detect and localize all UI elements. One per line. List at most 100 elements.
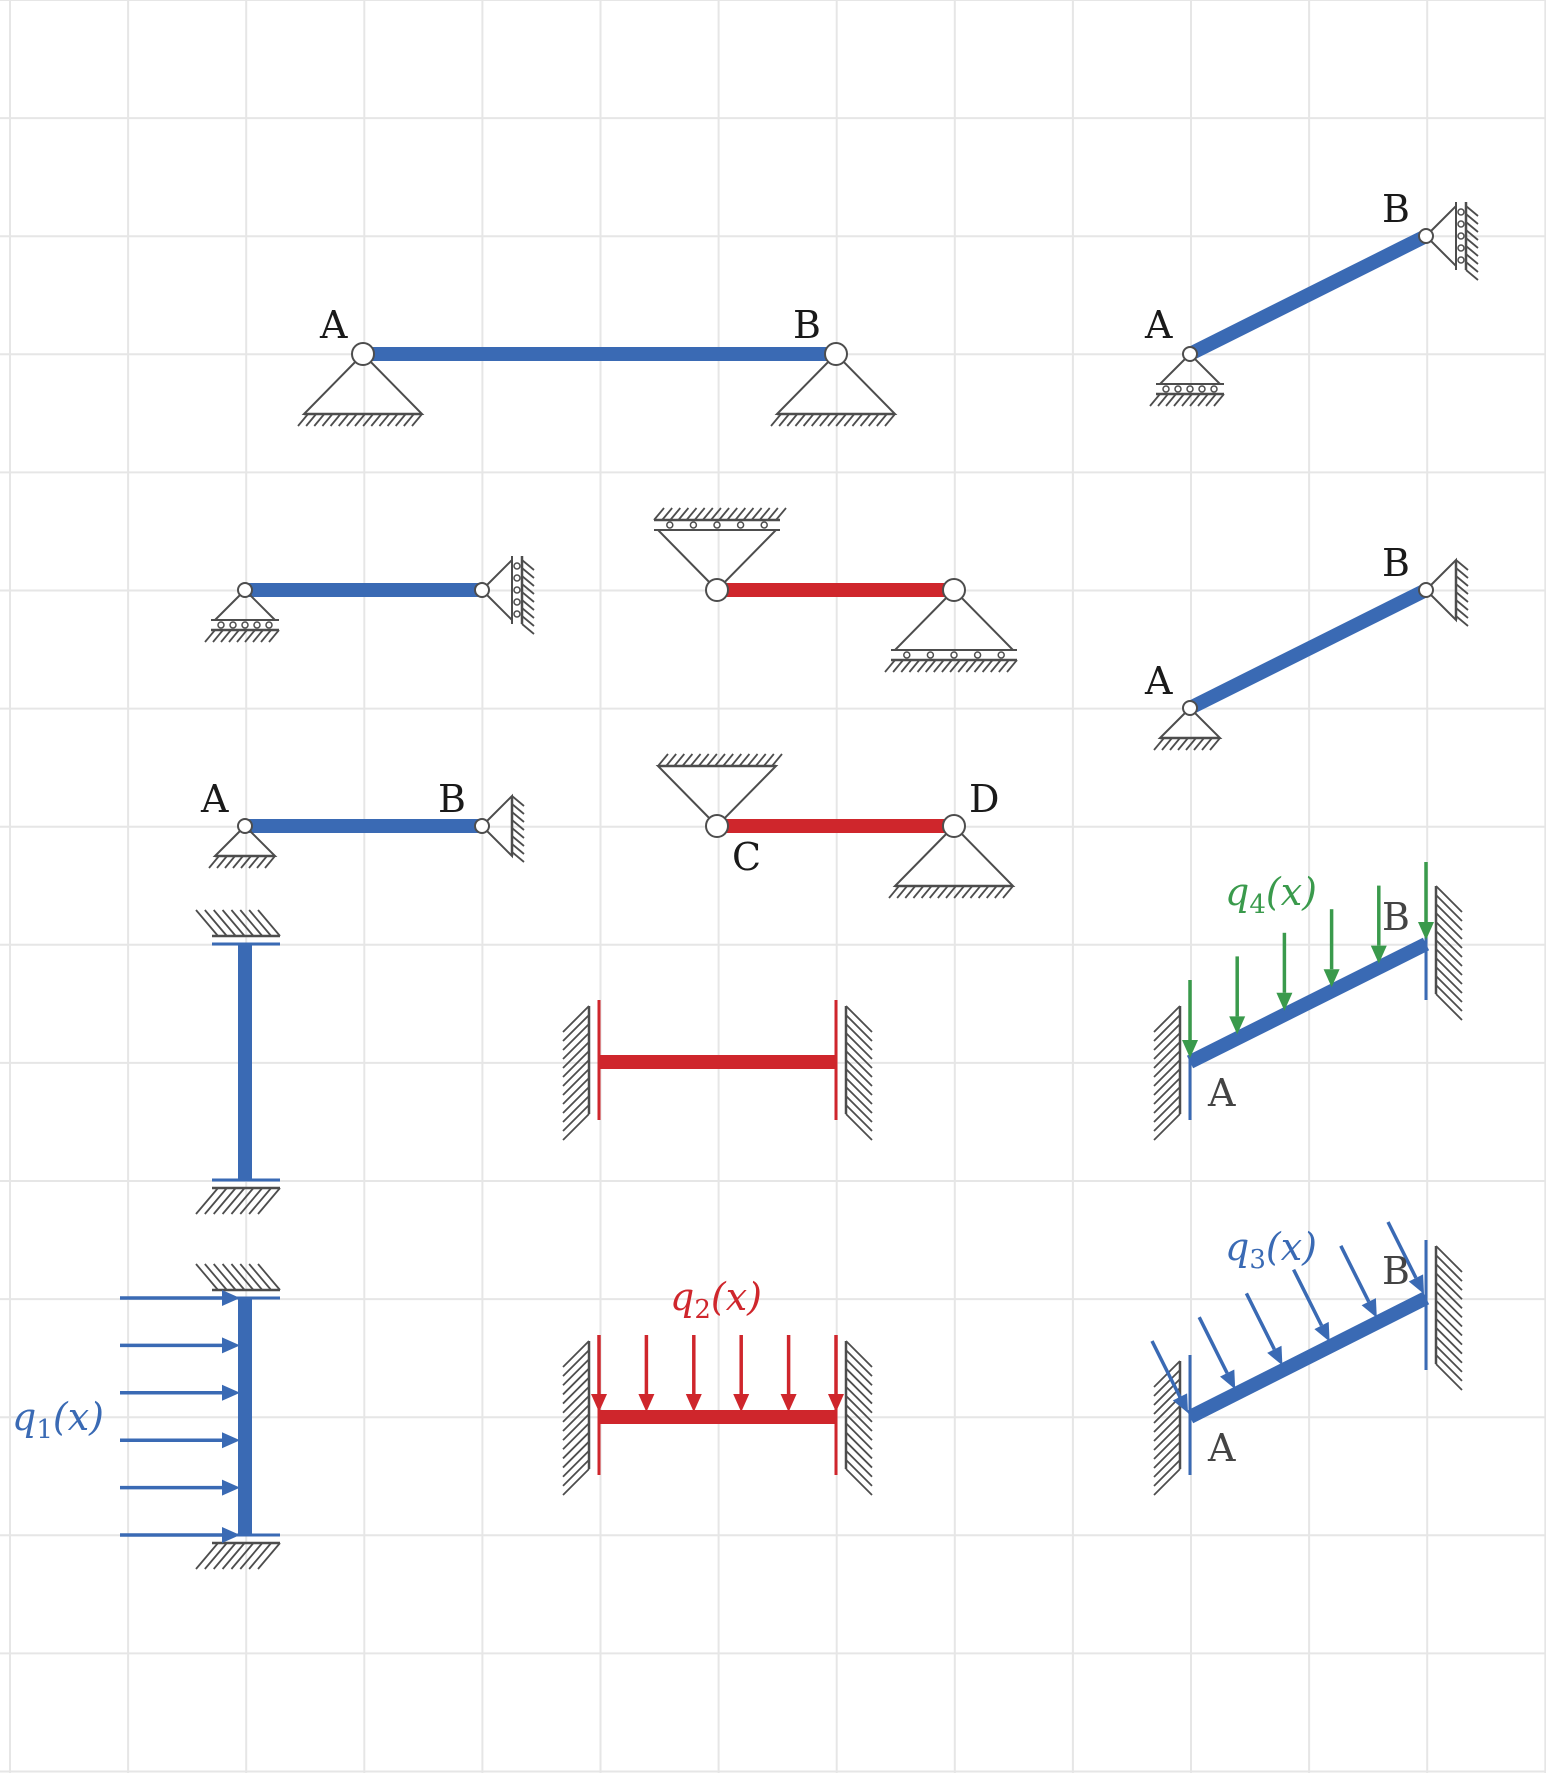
arrow-head [1276, 992, 1293, 1011]
label-a-row3: A [200, 777, 229, 821]
hatch-line [973, 659, 986, 673]
load-arrow-q1 [120, 1337, 240, 1354]
hatch-line [208, 855, 220, 869]
hatch-line [1153, 1068, 1181, 1096]
roller-wheel [241, 621, 249, 629]
hatch-line [511, 811, 525, 823]
hatch-line [511, 827, 525, 839]
hatch-line [851, 413, 864, 427]
hatch-line [726, 507, 738, 521]
hatch-line [213, 1542, 237, 1570]
hatch-line [1153, 1032, 1181, 1060]
hatch-line [562, 1068, 590, 1096]
hinge-inclined-b [1418, 228, 1434, 244]
loads [120, 862, 1434, 1543]
hatch-line [845, 1086, 873, 1114]
hatch-line [1435, 1308, 1463, 1337]
hatch-line [521, 615, 535, 627]
hatch-line [669, 507, 681, 521]
hatch-line [698, 753, 710, 767]
arrow-head [222, 1527, 240, 1543]
hatch-line [845, 1113, 873, 1141]
load-arrow-q4 [1418, 862, 1434, 940]
label-b-q4: B [1382, 895, 1410, 939]
hatch-line [1153, 1005, 1181, 1033]
pin-support-row3-d [888, 824, 1016, 899]
hatch-line [1435, 885, 1463, 913]
hatch-line [562, 1086, 590, 1114]
arrow-head [222, 1384, 240, 1401]
hatch-line [257, 909, 281, 937]
hatch-line [1465, 213, 1479, 225]
clamp-column-top [195, 909, 281, 946]
roller-wheel [1457, 220, 1465, 228]
arrow-head [638, 1394, 655, 1412]
hatch-line [1435, 1317, 1463, 1346]
hatch-line [220, 629, 232, 643]
hatch-line [1006, 659, 1018, 673]
arrow-head [1219, 1369, 1236, 1390]
pin-support-top-a [297, 352, 425, 427]
roller-support-row2-left [204, 588, 280, 643]
hatch-line [216, 855, 228, 869]
hatch-line [714, 753, 726, 767]
label-b-q3: B [1382, 1249, 1410, 1293]
hatch-line [562, 1349, 590, 1377]
beam-top-inclined [1186, 229, 1430, 361]
hatch-line [998, 659, 1010, 673]
hatch-line [693, 507, 706, 521]
hatch-line [845, 1450, 873, 1478]
point-labels: A B A B A B A B C D A B A B [200, 187, 1410, 1470]
hatch-line [562, 1386, 590, 1414]
hatch-line [1213, 393, 1225, 407]
clamp-column-q1-top [195, 1263, 281, 1300]
hatch-line [213, 1263, 237, 1291]
hatch-line [937, 885, 949, 899]
hatch-line [221, 1187, 246, 1215]
hatch-line [562, 1413, 590, 1441]
clamp-inclined-q3-a [1153, 1355, 1192, 1496]
roller-wheel [736, 521, 745, 529]
roller-wheel [513, 586, 521, 594]
hatch-line [256, 855, 268, 869]
hinges [237, 228, 1434, 838]
load-arrow-q4 [1370, 885, 1387, 964]
arrow-head [780, 1394, 797, 1412]
hatch-line [904, 885, 916, 899]
hatch-line [802, 413, 815, 427]
load-arrow-q3 [1197, 1316, 1236, 1390]
hatch-line [845, 1459, 873, 1487]
hatch-line [957, 659, 969, 673]
hatch-line [1161, 737, 1173, 751]
hatch-line [403, 413, 415, 427]
arrow-head [828, 1394, 844, 1412]
arrow-head [1172, 1393, 1188, 1413]
load-arrow-q2 [828, 1335, 844, 1412]
roller-wheel [1457, 256, 1465, 264]
hatch-line [297, 413, 309, 427]
hatch-line [240, 855, 252, 869]
hatch-line [953, 885, 965, 899]
hatch-line [1465, 245, 1479, 257]
hatch-line [1153, 1113, 1181, 1141]
hatch-line [395, 413, 407, 427]
hatch-line [1435, 1290, 1463, 1319]
hatch-line [1435, 1345, 1463, 1373]
pin-support-row3-b [480, 793, 525, 863]
roller-wheel [265, 621, 273, 629]
hatch-line [204, 1263, 228, 1291]
hatch-line [775, 507, 787, 521]
hatch-line [1153, 1432, 1181, 1460]
hatch-line [1177, 737, 1189, 751]
hatch-line [411, 413, 423, 427]
load-label-q4: q4(x) [1225, 870, 1317, 920]
hatch-line [562, 1468, 590, 1496]
hatch-line [562, 1358, 590, 1386]
hatch-line [248, 1187, 272, 1215]
hatch-line [195, 1263, 219, 1291]
hatch-line [912, 885, 925, 899]
hatch-line [661, 507, 673, 521]
label-a-inclined-top: A [1144, 303, 1173, 347]
hatch-line [730, 753, 742, 767]
hatch-line [920, 885, 933, 899]
